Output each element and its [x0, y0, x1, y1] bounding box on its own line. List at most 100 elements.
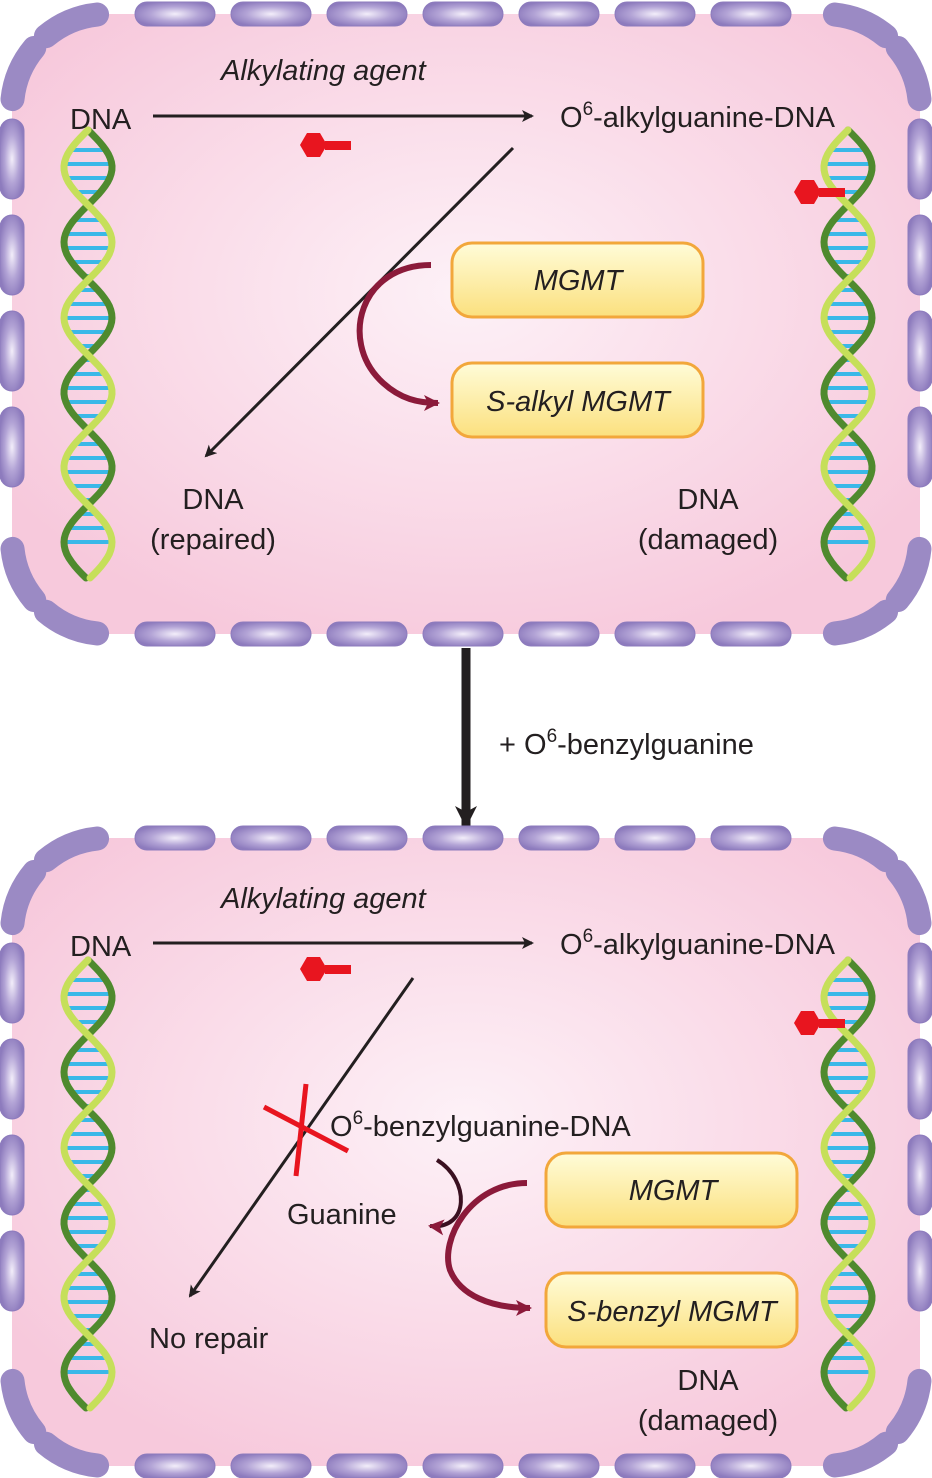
membrane-segment	[710, 1, 792, 27]
membrane-segment	[33, 826, 110, 873]
membrane-segment	[0, 942, 25, 1024]
membrane-segment	[0, 859, 47, 936]
membrane-segment	[134, 1, 216, 27]
membrane-segment	[518, 1453, 600, 1478]
membrane-segment	[907, 406, 932, 488]
membrane-segment	[907, 1230, 932, 1312]
alkyl-adduct-icon	[300, 133, 351, 157]
dna-helix-right	[820, 956, 876, 1412]
membrane-segment	[518, 621, 600, 647]
repaired-dna-label: DNA	[182, 484, 244, 516]
membrane-segment	[885, 35, 932, 112]
mgmt-box	[450, 241, 705, 319]
membrane-segment	[326, 1, 408, 27]
damaged-status-label: (damaged)	[638, 1405, 778, 1437]
membrane-segment	[0, 214, 25, 296]
membrane-segment	[0, 406, 25, 488]
membrane-segment	[33, 1431, 110, 1478]
benzylguanine-treatment-label: + O6-benzylguanine	[499, 726, 754, 761]
membrane-segment	[0, 1038, 25, 1120]
membrane-segment	[0, 536, 47, 613]
membrane-segment	[885, 859, 932, 936]
damaged-dna-label: DNA	[677, 484, 739, 516]
guanine-label: Guanine	[287, 1199, 397, 1231]
s-benzyl-mgmt-label: S-benzyl MGMT	[567, 1296, 779, 1328]
membrane-segment	[33, 599, 110, 646]
s-alkyl-mgmt-box	[450, 361, 705, 439]
membrane-segment	[422, 1453, 504, 1478]
no-repair-label: No repair	[149, 1323, 269, 1355]
membrane-segment	[885, 1368, 932, 1445]
repaired-status-label: (repaired)	[150, 524, 276, 556]
membrane-segment	[822, 2, 899, 49]
damaged-dna-label: DNA	[677, 1365, 739, 1397]
membrane-segment	[230, 621, 312, 647]
membrane-segment	[134, 825, 216, 851]
membrane-segment	[33, 2, 110, 49]
s-benzyl-mgmt-box	[544, 1271, 799, 1349]
dna-helix-left	[60, 126, 116, 582]
membrane-segment	[0, 1134, 25, 1216]
s-alkyl-mgmt-label: S-alkyl MGMT	[486, 386, 672, 418]
membrane-segment	[0, 1230, 25, 1312]
alkylating-agent-label: Alkylating agent	[219, 55, 428, 87]
membrane-segment	[422, 621, 504, 647]
mgmt-box	[544, 1151, 799, 1229]
membrane-segment	[326, 825, 408, 851]
blocked-x-icon	[262, 1083, 350, 1177]
membrane-segment	[422, 1, 504, 27]
membrane-segment	[822, 826, 899, 873]
mgmt-transfer-arrow	[445, 1180, 532, 1316]
membrane-segment	[710, 825, 792, 851]
membrane-segment	[230, 1453, 312, 1478]
membrane-segment	[134, 621, 216, 647]
mgmt-transfer-arrow	[356, 262, 440, 411]
membrane-segment	[0, 35, 47, 112]
top-cell-body	[12, 14, 920, 634]
dna-label: DNA	[70, 931, 132, 963]
guanine-release-arrow	[428, 1158, 463, 1236]
membrane-segment	[134, 1453, 216, 1478]
membrane-segment	[885, 536, 932, 613]
membrane-segment	[518, 1, 600, 27]
alkyl-adduct-on-dna-icon	[794, 1011, 845, 1035]
alkyl-adduct-on-dna-icon	[794, 180, 845, 204]
dna-strand	[60, 126, 116, 582]
membrane-segment	[710, 1453, 792, 1478]
benzylguanine-dna-label: O6-benzylguanine-DNA	[330, 1108, 631, 1143]
membrane-segment	[326, 1453, 408, 1478]
dna-helix-right	[820, 126, 876, 582]
membrane-segment	[614, 621, 696, 647]
alkylguanine-dna-label: O6-alkylguanine-DNA	[560, 99, 836, 134]
dna-strand	[820, 956, 876, 1412]
membrane-segment	[518, 825, 600, 851]
membrane-segment	[710, 621, 792, 647]
mgmt-label: MGMT	[629, 1175, 720, 1207]
top-cell-membrane	[0, 1, 932, 647]
membrane-segment	[907, 942, 932, 1024]
membrane-segment	[614, 1453, 696, 1478]
bottom-cell: DNA Alkylating agent O6-alkylguanine-DNA…	[0, 825, 932, 1478]
membrane-segment	[230, 1, 312, 27]
mgmt-label: MGMT	[534, 265, 625, 297]
membrane-segment	[230, 825, 312, 851]
repair-arrow	[204, 146, 515, 458]
membrane-segment	[907, 214, 932, 296]
alkyl-adduct-icon	[300, 957, 351, 981]
dna-label: DNA	[70, 104, 132, 136]
membrane-segment	[614, 1, 696, 27]
dna-strand	[820, 126, 876, 582]
membrane-segment	[0, 118, 25, 200]
top-cell: DNA Alkylating agent O6-alkylguanine-DNA…	[0, 1, 932, 647]
bottom-cell-membrane	[0, 825, 932, 1478]
membrane-segment	[907, 118, 932, 200]
membrane-segment	[822, 599, 899, 646]
membrane-segment	[0, 310, 25, 392]
dna-helix-left	[60, 956, 116, 1412]
membrane-segment	[422, 825, 504, 851]
alkylguanine-dna-label: O6-alkylguanine-DNA	[560, 926, 836, 961]
membrane-segment	[326, 621, 408, 647]
membrane-segment	[907, 310, 932, 392]
damaged-status-label: (damaged)	[638, 524, 778, 556]
